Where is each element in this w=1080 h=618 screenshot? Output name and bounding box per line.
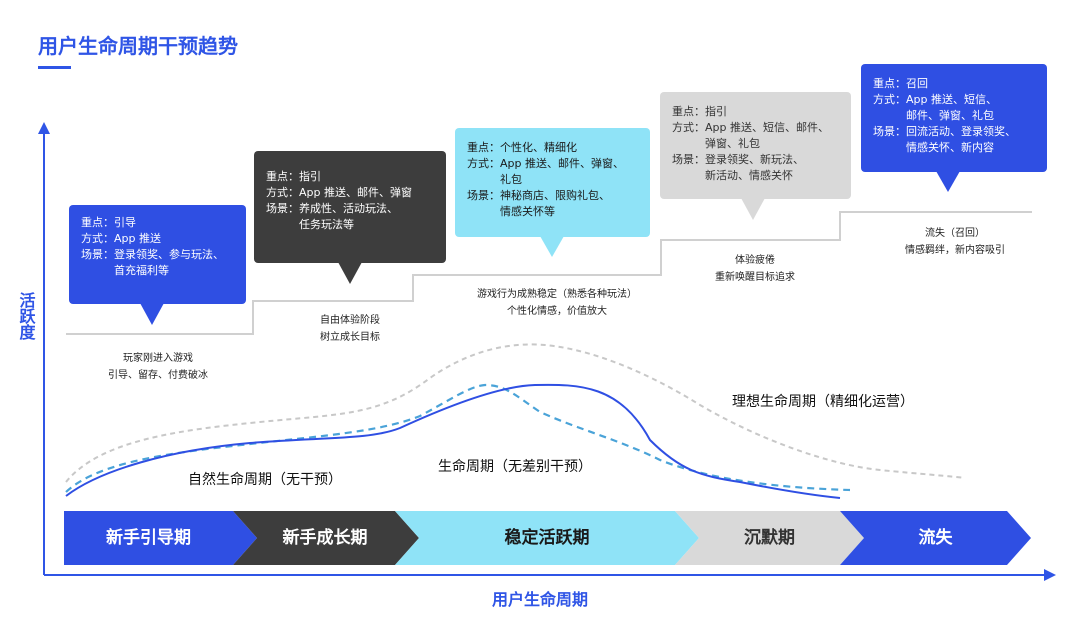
- ideal-curve-label: 理想生命周期（精细化运营）: [732, 394, 914, 410]
- callout-value: 指引: [299, 170, 321, 183]
- y-axis-label: 活跃度: [14, 292, 38, 344]
- page-title: 用户生命周期干预趋势: [38, 34, 238, 58]
- stage-description-newbie-growth: 自由体验阶段 树立成长目标: [320, 315, 380, 343]
- callout-value: 登录领奖、新玩法、 新活动、情感关怀: [705, 153, 804, 182]
- callout-key: 方式：: [873, 93, 906, 106]
- callout-key: 重点：: [672, 105, 705, 118]
- callout-value: 个性化、精细化: [500, 141, 577, 154]
- callout-value: 召回: [906, 77, 928, 90]
- stage-arrow-1: [64, 511, 257, 565]
- undifferentiated-curve-label: 生命周期（无差别干预）: [438, 459, 592, 475]
- title-underline: [38, 66, 71, 69]
- callout-pointer-1: [140, 303, 164, 325]
- callout-churn: 重点：召回 方式：App 推送、短信、 邮件、弹窗、礼包 场景：回流活动、登录领…: [861, 64, 1047, 172]
- callout-newbie-guide: 重点：引导 方式：App 推送 场景：登录领奖、参与玩法、 首充福利等: [69, 205, 246, 304]
- y-axis-label-text: 活跃度: [16, 292, 36, 340]
- callout-newbie-growth: 重点：指引 方式：App 推送、邮件、弹窗 场景：养成性、活动玩法、 任务玩法等: [254, 151, 446, 263]
- stage-label-churn: 流失: [918, 528, 953, 548]
- callout-value: 指引: [705, 105, 727, 118]
- callout-pointer-2: [338, 262, 362, 284]
- callout-key: 场景：: [81, 248, 114, 261]
- callout-key: 重点：: [266, 170, 299, 183]
- stage-description-newbie-guide: 玩家刚进入游戏 引导、留存、付费破冰: [108, 353, 208, 381]
- callout-value: App 推送、短信、邮件、 弹窗、礼包: [705, 121, 829, 150]
- callout-key: 重点：: [873, 77, 906, 90]
- callout-stable-active: 重点：个性化、精细化 方式：App 推送、邮件、弹窗、 礼包 场景：神秘商店、限…: [455, 128, 650, 237]
- stage-arrow-5: [840, 511, 1031, 565]
- callout-key: 方式：: [467, 157, 500, 170]
- undifferentiated-lifecycle-curve: [65, 383, 851, 493]
- callout-key: 方式：: [266, 186, 299, 199]
- callout-key: 场景：: [266, 202, 299, 215]
- callout-value: 养成性、活动玩法、 任务玩法等: [299, 202, 398, 231]
- stage-description-silent: 体验疲倦 重新唤醒目标追求: [715, 255, 795, 283]
- stage-description-stable-active: 游戏行为成熟稳定（熟悉各种玩法） 个性化情感，价值放大: [477, 289, 637, 317]
- callout-key: 重点：: [81, 216, 114, 229]
- callout-value: App 推送、短信、 邮件、弹窗、礼包: [906, 93, 997, 122]
- callout-value: App 推送、邮件、弹窗: [299, 186, 412, 199]
- callout-silent: 重点：指引 方式：App 推送、短信、邮件、 弹窗、礼包 场景：登录领奖、新玩法…: [660, 92, 851, 199]
- callout-key: 场景：: [467, 189, 500, 202]
- stage-arrow-4: [675, 511, 864, 565]
- callout-pointer-4: [741, 198, 765, 220]
- callout-key: 方式：: [81, 232, 114, 245]
- callout-value: App 推送、邮件、弹窗、 礼包: [500, 157, 624, 186]
- stage-label-newbie-guide: 新手引导期: [106, 528, 191, 548]
- callout-value: 登录领奖、参与玩法、 首充福利等: [114, 248, 224, 277]
- callout-value: 回流活动、登录领奖、 情感关怀、新内容: [906, 125, 1016, 154]
- stage-label-newbie-growth: 新手成长期: [282, 528, 368, 548]
- callout-value: 神秘商店、限购礼包、 情感关怀等: [500, 189, 610, 218]
- stage-label-silent: 沉默期: [744, 528, 795, 548]
- activity-step-line: [66, 211, 1032, 335]
- callout-pointer-3: [540, 236, 564, 257]
- x-axis-arrow: [1044, 569, 1056, 581]
- callout-pointer-5: [936, 171, 960, 192]
- callout-value: App 推送: [114, 232, 161, 245]
- stage-arrow-3: [395, 511, 699, 565]
- callout-value: 引导: [114, 216, 136, 229]
- x-axis-label: 用户生命周期: [491, 590, 588, 609]
- stage-arrow-2: [233, 511, 419, 565]
- stage-label-stable-active: 稳定活跃期: [504, 528, 590, 548]
- natural-curve-label: 自然生命周期（无干预）: [188, 472, 342, 488]
- callout-key: 重点：: [467, 141, 500, 154]
- natural-lifecycle-curve: [65, 383, 841, 499]
- y-axis-arrow: [38, 122, 50, 134]
- callout-key: 场景：: [873, 125, 906, 138]
- callout-key: 场景：: [672, 153, 705, 166]
- callout-key: 方式：: [672, 121, 705, 134]
- stage-description-churn: 流失（召回） 情感羁绊，新内容吸引: [905, 228, 1005, 256]
